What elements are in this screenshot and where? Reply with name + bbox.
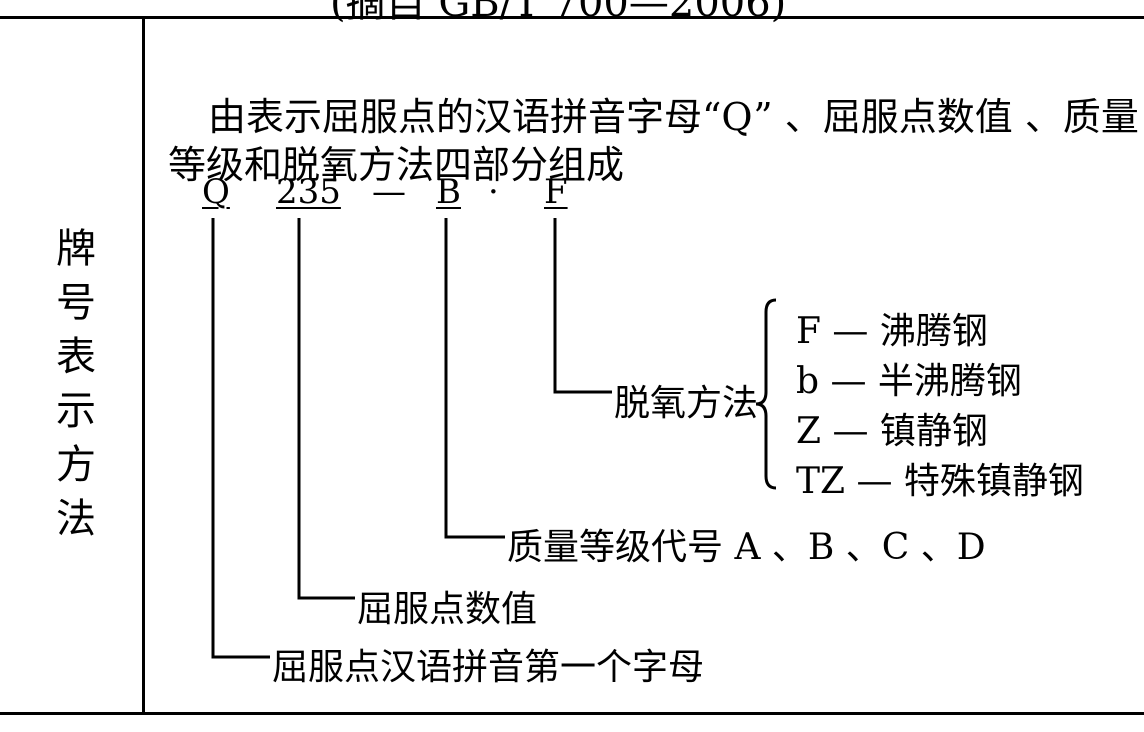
table-caption-fragment: (摘自 GB/T 700—2006) bbox=[330, 0, 787, 26]
label-yield-value: 屈服点数值 bbox=[357, 589, 538, 630]
intro-line-2: 等级和脱氧方法四部分组成 bbox=[168, 143, 625, 187]
option-brace bbox=[755, 298, 777, 490]
code-dash: — bbox=[372, 172, 406, 212]
code-deox-letter: F bbox=[544, 172, 568, 212]
deox-option: TZ — 特殊镇静钢 bbox=[796, 461, 1084, 502]
table-top-border bbox=[0, 16, 1144, 19]
table-bottom-border bbox=[0, 712, 1144, 715]
code-yield-number: 235 bbox=[276, 172, 341, 212]
code-grade-letter: B bbox=[436, 172, 461, 212]
deox-option: Z — 镇静钢 bbox=[796, 411, 988, 452]
label-quality-grade: 质量等级代号 A 、B 、C 、D bbox=[507, 527, 986, 568]
connector-yield-letter bbox=[211, 218, 270, 659]
connector-deoxidation bbox=[553, 218, 612, 394]
code-letter-q: Q bbox=[202, 172, 230, 212]
deox-option: F — 沸腾钢 bbox=[796, 311, 988, 352]
label-yield-letter: 屈服点汉语拼音第一个字母 bbox=[272, 647, 705, 688]
intro-line-1: 由表示屈服点的汉语拼音字母“Q” 、屈服点数值 、质量 bbox=[208, 95, 1139, 139]
label-deoxidation-method: 脱氧方法 bbox=[614, 383, 759, 424]
connector-yield-value bbox=[297, 218, 355, 600]
code-dot: · bbox=[488, 172, 499, 212]
row-header-label: 牌号表示方法 bbox=[56, 226, 96, 542]
deox-option: b — 半沸腾钢 bbox=[796, 361, 1022, 402]
connector-grade bbox=[444, 218, 505, 539]
table-column-divider bbox=[142, 18, 145, 714]
